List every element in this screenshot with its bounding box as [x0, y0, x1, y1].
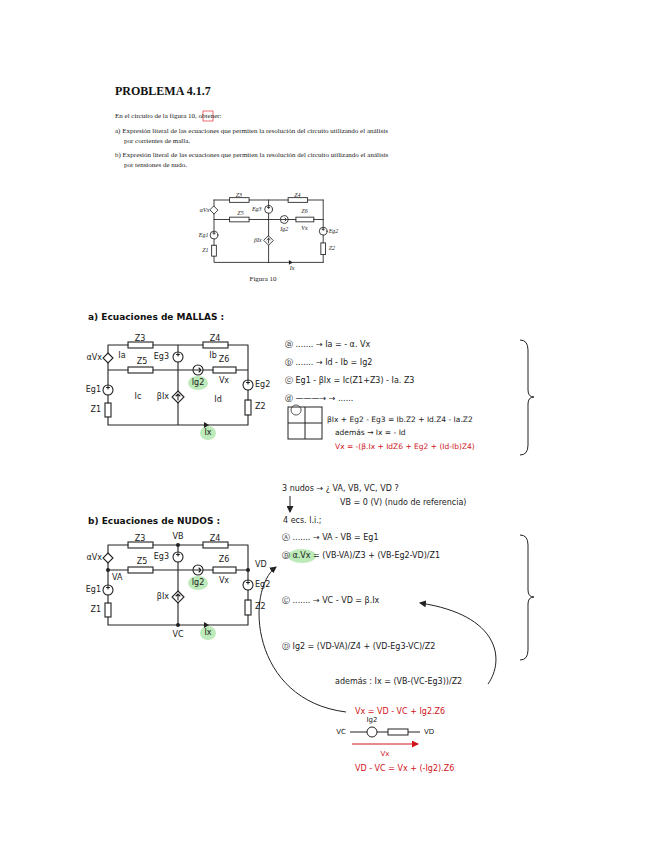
label-text: Eg1 [199, 232, 209, 239]
label-text: por corrientes de malla. [124, 137, 190, 145]
label-text: Ig2 [192, 578, 205, 587]
label-text: ⓐ ....... → Ia = - α. Vx [285, 340, 370, 349]
label-text: además : Ix = (VB-(VC-Eg3))/Z2 [335, 677, 462, 686]
label-text: ⓒ Eg1 - βIx = Ic(Z1+Z3) - Ia. Z3 [285, 376, 414, 385]
label-text: Ⓓ Ig2 = (VD-VA)/Z4 + (VD-Eg3-VC)/Z2 [282, 642, 435, 651]
circuit-mesh [103, 342, 253, 428]
label-text: αVx [87, 353, 102, 362]
label-text: b) Ecuaciones de NUDOS : [88, 516, 220, 526]
label-text: Ix [290, 265, 295, 272]
label-text: Z1 [90, 405, 101, 414]
label-text: Ⓐ ....... → VA - VB = Eg1 [282, 533, 379, 542]
label-text: VB [173, 532, 184, 541]
label-text: Eg3 [252, 206, 262, 213]
label-text: βIx [254, 237, 262, 244]
label-text: Z6 [219, 355, 230, 364]
label-text: a) Expresión literal de las ecuaciones q… [115, 127, 388, 135]
label-text: Z4 [210, 334, 221, 343]
label-text: Z4 [210, 534, 221, 543]
label-text: VD [255, 560, 267, 569]
label-text: βIx [157, 592, 169, 601]
bracket [520, 340, 534, 455]
label-text: Ig2 [280, 226, 288, 233]
label-text: a) Ecuaciones de MALLAS : [88, 312, 224, 322]
label-text: Ⓑ α.Vx = (VB-VA)/Z3 + (VB-Eg2-VD)/Z1 [282, 551, 440, 560]
figure-caption: Figura 10 [249, 275, 276, 283]
arrow [352, 744, 418, 745]
label-text: Z2 [255, 602, 266, 611]
label-text: Ig2 [192, 378, 205, 387]
label-text: por tensiones de nudo. [124, 161, 187, 169]
circuit-node [103, 542, 253, 628]
label-text: Z1 [90, 605, 101, 614]
label-text: Ic [135, 392, 142, 401]
label-text: VB = 0 (V) (nudo de referencia) [340, 498, 466, 507]
label-text: 4 ecs. l.i.; [283, 516, 321, 525]
label-text: Ia [118, 351, 125, 360]
label-text: Z3 [135, 334, 146, 343]
label-text: VC [172, 630, 183, 639]
label-text: VD - VC = Vx + (-Ig2).Z6 [355, 764, 454, 773]
label-text: VC [336, 728, 346, 736]
circuit-figure [210, 198, 327, 265]
label-text: Id [214, 395, 221, 404]
label-text: Z2 [255, 402, 266, 411]
label-text: b) Expresión literal de las ecuaciones q… [115, 151, 388, 159]
label-text: Eg3 [154, 352, 169, 361]
label-text: En el circuito de la figura 10, obtener: [115, 112, 222, 120]
label-text: Z6 [219, 555, 230, 564]
sketch [350, 727, 420, 737]
label-text: Ⓒ ....... → VC - VD = β.Ix [282, 596, 379, 605]
label-text: ⓑ ....... → Id - Ib = Ig2 [285, 358, 372, 367]
label-text: Z5 [137, 357, 148, 366]
label-text: VD [424, 728, 434, 736]
label-text: Ib [209, 351, 216, 360]
label-text: Eg3 [154, 552, 169, 561]
label-text: Z3 [236, 192, 242, 199]
label-text: αVx [87, 553, 102, 562]
problem-title: PROBLEMA 4.1.7 [115, 85, 211, 99]
label-text: βIx [157, 392, 169, 401]
label-text: Eg1 [86, 585, 101, 594]
label-text: Z2 [329, 245, 335, 252]
label-text: Z5 [137, 557, 148, 566]
label-text: Eg2 [255, 380, 270, 389]
label-text: Vx = -(β.Ix + IdZ6 + Eg2 + (Id-Ib)Z4) [335, 443, 475, 452]
label-text: Vx = VD - VC + Ig2.Z6 [355, 707, 445, 716]
label-text: Z3 [135, 534, 146, 543]
label-text: Ig2 [367, 716, 378, 724]
label-text: Z1 [202, 247, 208, 254]
label-text: Z6 [301, 208, 307, 215]
label-text: βIx + Eg2 - Eg3 = Ib.Z2 + Id.Z4 - Ia.Z2 [327, 416, 473, 425]
label-text: 3 nudos → ¿ VA, VB, VC, VD ? [282, 484, 399, 493]
label-text: Z5 [237, 210, 243, 217]
label-text: Ix [204, 428, 211, 437]
label-text: además → Ix = - Id [335, 429, 406, 438]
label-text: Z4 [294, 192, 300, 199]
label-text: Eg1 [86, 385, 101, 394]
label-text: αVx [200, 207, 209, 214]
node-dot [106, 543, 250, 627]
label-text: Vx [219, 576, 229, 585]
sketch [288, 405, 322, 439]
label-text: Vx [301, 225, 307, 232]
label-text: Eg2 [255, 580, 270, 589]
label-text: Eg2 [329, 228, 339, 235]
arrow [259, 567, 346, 712]
label-text: Vx [219, 376, 229, 385]
bracket [520, 535, 534, 660]
label-text: VA [112, 573, 122, 582]
label-text: Ix [204, 628, 211, 637]
label-text: Vx [381, 750, 390, 758]
arrow [290, 496, 291, 512]
label-text: ⓓ ———→ → ...... [285, 394, 353, 403]
